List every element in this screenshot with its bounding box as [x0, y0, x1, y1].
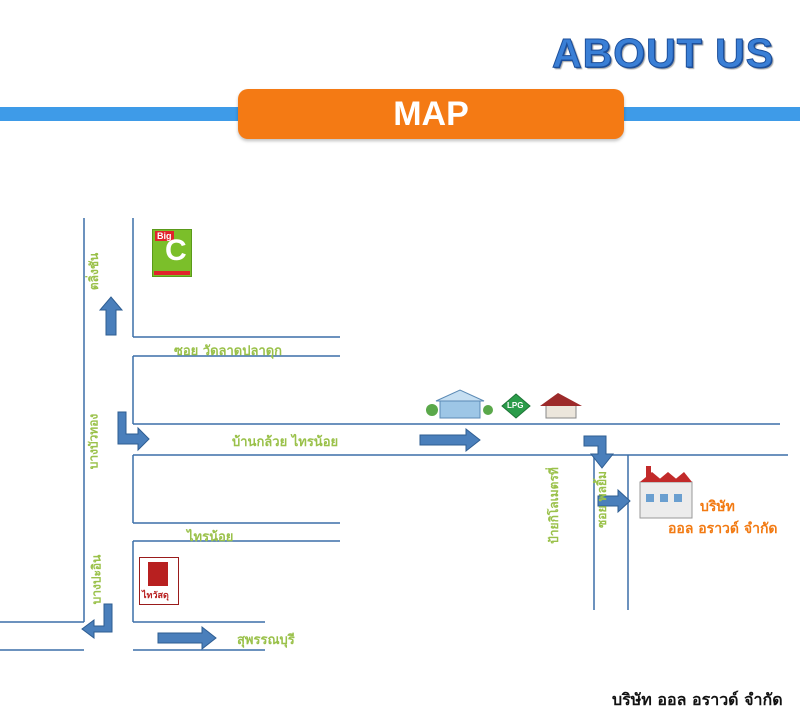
big-c-logo: Big C [152, 229, 192, 277]
house-icon [540, 393, 582, 419]
factory-icon [639, 466, 693, 519]
building-icon [426, 389, 493, 419]
label-soi-right: ซอย พลยิ้ม [594, 471, 609, 528]
section-banner: MAP [238, 89, 624, 139]
label-km-marker: ป้ายกิโลเมตรที่ [546, 467, 561, 544]
road-lines [0, 218, 788, 651]
big-c-letter: C [165, 234, 187, 267]
arrow-turn-down [583, 435, 615, 469]
arrow-turn-left [81, 603, 113, 639]
arrow-turn-right [117, 411, 150, 452]
direction-arrows [81, 296, 631, 651]
arrow-up [98, 296, 124, 336]
about-us-title: ABOUT US [551, 30, 775, 77]
company-label-line1: บริษัท [700, 499, 735, 515]
label-bang-bua-thong: บางบัวทอง [86, 413, 101, 470]
section-title: MAP [393, 94, 469, 133]
arrow-right-main [419, 427, 481, 453]
lpg-label: LPG [507, 401, 524, 410]
label-ban-kluai-sai-noi: บ้านกล้วย ไทรน้อย [232, 435, 339, 450]
thai-watsadu-text: ไทวัสดุ [142, 591, 169, 601]
big-c-top-text: Big [155, 231, 174, 241]
arrow-right-bottom [157, 625, 217, 651]
label-wat-lat-pla-duk: ซอย วัดลาดปลาดุก [174, 344, 283, 359]
lpg-icon [501, 393, 531, 419]
arrow-right-factory [597, 488, 631, 514]
big-c-stripe [154, 271, 190, 275]
thai-watsadu-mark [148, 562, 168, 586]
label-talingchan: ตลิ่งชัน [87, 252, 102, 291]
footer-company-name: บริษัท ออล อราวด์ จำกัด [612, 690, 783, 709]
label-suphanburi: สุพรรณบุรี [237, 633, 295, 648]
thai-watsadu-logo: ไทวัสดุ [139, 557, 179, 605]
label-bang-pa-in: บางปะอิน [89, 554, 104, 605]
company-label-line2: ออล อราวด์ จำกัด [668, 521, 778, 537]
label-sai-noi: ไทรน้อย [187, 530, 234, 545]
